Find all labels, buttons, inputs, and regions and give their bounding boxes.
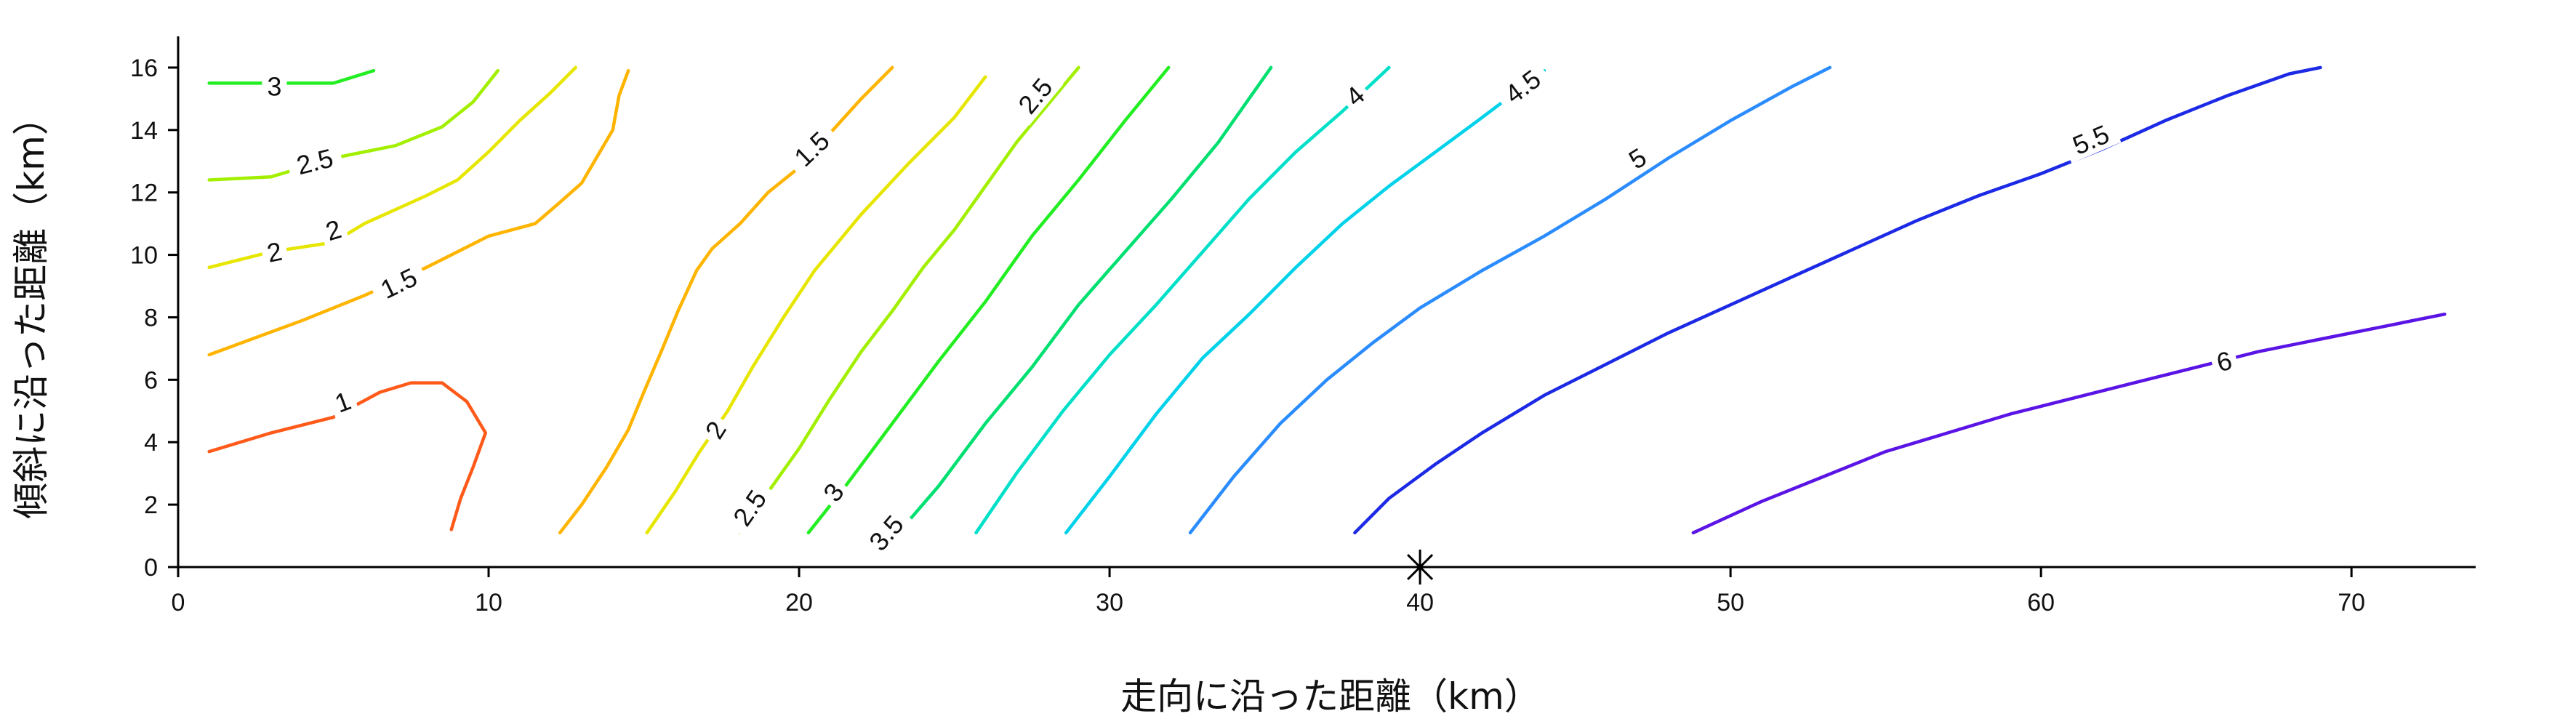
contour-line-2-3 <box>207 65 577 270</box>
x-tick-label: 20 <box>785 589 813 616</box>
y-tick-label: 16 <box>130 55 158 82</box>
contour-label-bg <box>1336 76 1374 115</box>
contour-line-5_5-13 <box>1353 65 2322 535</box>
contour-label-group: 5.5 <box>2060 115 2122 164</box>
x-tick-label: 10 <box>475 589 502 616</box>
contour-lines <box>207 65 2447 535</box>
contour-label-group: 3 <box>262 71 287 102</box>
contour-line-5-12 <box>1188 65 1832 535</box>
contour-label-group: 3 <box>814 473 853 511</box>
y-tick-label: 4 <box>144 429 158 457</box>
contour-line-1_5-1 <box>207 68 630 357</box>
contour-line-2_5-5 <box>207 68 500 182</box>
contour-label-bg <box>2208 344 2240 379</box>
x-tick-label: 60 <box>2027 589 2055 616</box>
contour-label-bg <box>326 383 360 420</box>
contour-label-group: 4.5 <box>1492 58 1553 114</box>
y-axis-title: 傾斜に沿った距離（km） <box>10 99 52 519</box>
y-tick-label: 10 <box>130 242 158 270</box>
contour-label: 3 <box>267 72 281 102</box>
y-tick-label: 2 <box>144 491 158 519</box>
contour-label-group: 2.5 <box>722 477 777 539</box>
contour-label-bg <box>317 212 350 248</box>
contour-label-bg <box>262 71 287 101</box>
contour-line-3-7 <box>207 68 376 85</box>
hypocenter-marker <box>1403 550 1438 585</box>
y-tick-label: 14 <box>130 117 158 145</box>
x-tick-label: 40 <box>1406 589 1434 616</box>
contour-line-6-14 <box>1691 312 2447 535</box>
x-tick-label: 70 <box>2338 589 2365 616</box>
contour-label-group: 1 <box>326 383 360 420</box>
contour-label-bg <box>1492 58 1553 114</box>
contour-label-group: 2.5 <box>285 140 345 182</box>
contour-label-group: 3.5 <box>857 502 915 563</box>
contour-label-group: 2 <box>259 235 290 269</box>
contour-line-3-8 <box>806 65 1171 535</box>
contour-label-bg <box>1618 139 1656 177</box>
contour-label-bg <box>285 140 345 182</box>
contour-label-group: 6 <box>2208 344 2240 379</box>
contour-label-group: 2 <box>317 212 350 248</box>
contour-label-group: 5 <box>1618 139 1656 177</box>
contour-label-bg <box>368 258 430 308</box>
contour-label-group: 1.5 <box>368 258 430 308</box>
contour-line-3_5-9 <box>896 65 1273 535</box>
contour-line-4-10 <box>974 65 1391 535</box>
contour-label-bg <box>1006 65 1064 126</box>
contour-label-bg <box>2060 115 2122 164</box>
y-tick-label: 0 <box>144 554 158 582</box>
contour-label: 2.5 <box>294 142 337 180</box>
contour-label-bg <box>722 477 777 539</box>
asterisk-stroke <box>1407 553 1434 581</box>
x-tick-label: 50 <box>1717 589 1744 616</box>
y-tick-label: 6 <box>144 366 158 394</box>
x-tick-label: 0 <box>172 589 185 616</box>
x-axis-title: 走向に沿った距離（km） <box>1120 675 1541 718</box>
contour-line-4_5-11 <box>1064 68 1546 535</box>
contour-label-group: 2 <box>696 411 734 449</box>
x-tick-label: 30 <box>1096 589 1123 616</box>
y-tick-label: 8 <box>144 304 158 332</box>
contour-label-bg <box>696 411 734 449</box>
y-tick-label: 12 <box>130 180 158 207</box>
contour-line-2_5-6 <box>738 65 1080 535</box>
contour-line-1-0 <box>207 381 488 531</box>
contour-label-bg <box>814 473 853 511</box>
contour-label-bg <box>782 119 841 178</box>
contour-line-2-4 <box>645 75 987 535</box>
contour-label-bg <box>259 235 290 269</box>
contour-label-group: 4 <box>1336 76 1374 115</box>
contour-label-bg <box>857 502 915 563</box>
